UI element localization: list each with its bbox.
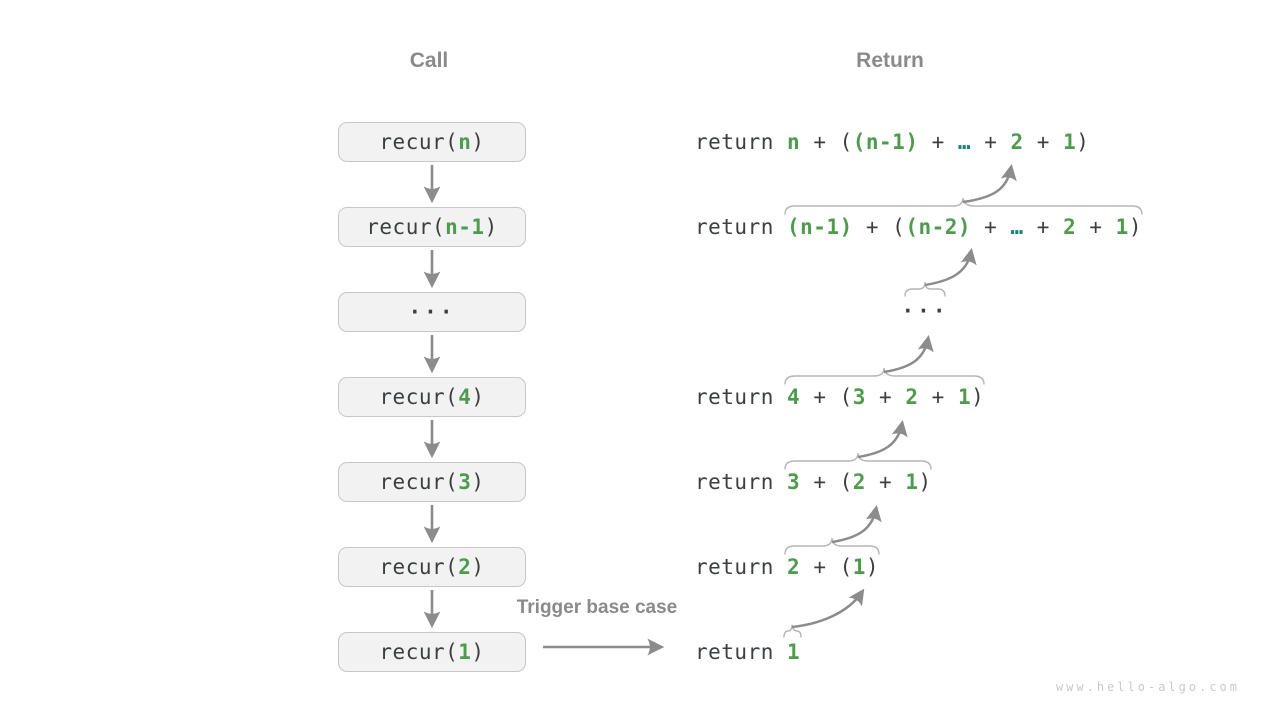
code-segment: recur( — [379, 130, 459, 154]
code-segment: + ( — [800, 130, 853, 154]
code-segment: recur( — [379, 555, 459, 579]
code-segment: 3 — [458, 470, 472, 494]
code-segment: n — [787, 130, 801, 154]
code-segment: ) — [471, 470, 485, 494]
return-arrow-2-to-1 — [962, 164, 1017, 204]
code-segment: 2 — [852, 470, 866, 494]
code-segment: return — [695, 385, 788, 409]
code-segment: 1 — [905, 470, 919, 494]
code-segment: … — [1010, 215, 1024, 239]
watermark: www.hello-algo.com — [1055, 680, 1240, 694]
code-segment: n — [458, 130, 472, 154]
return-column-header: Return — [856, 49, 924, 72]
code-segment: ) — [484, 215, 498, 239]
call-column-header: Call — [409, 49, 449, 72]
brace-row-5 — [784, 452, 932, 470]
code-segment: (n-2) — [905, 215, 972, 239]
trigger-base-case-label: Trigger base case — [516, 597, 678, 618]
call-box-recur-n-1: recur(n-1) — [338, 207, 526, 247]
brace-row-3 — [904, 281, 946, 297]
code-segment: 1 — [458, 640, 472, 664]
code-segment: + — [865, 385, 906, 409]
return-line-n-1: return (n-1) + ((n-2) + … + 2 + 1) — [695, 213, 1142, 241]
code-segment: return — [695, 555, 788, 579]
code-segment: ··· — [408, 300, 456, 324]
brace-row-6 — [784, 537, 880, 555]
return-arrow-4-to-3 — [883, 335, 934, 374]
brace-row-7 — [783, 624, 802, 638]
code-segment: recur( — [379, 470, 459, 494]
code-segment: 3 — [852, 385, 866, 409]
code-segment: ) — [1128, 215, 1142, 239]
code-segment: + ( — [800, 555, 853, 579]
code-segment: ) — [971, 385, 985, 409]
code-segment: ) — [471, 640, 485, 664]
code-segment: + ( — [852, 215, 906, 239]
code-segment: + — [865, 470, 906, 494]
code-segment: ) — [471, 385, 485, 409]
code-segment: recur( — [379, 385, 459, 409]
code-segment: + — [918, 130, 958, 154]
call-box-recur-2: recur(2) — [338, 547, 526, 587]
code-segment: 1 — [957, 385, 972, 409]
code-segment: return — [695, 130, 788, 154]
code-segment: 2 — [1063, 215, 1077, 239]
code-segment: 1 — [1115, 215, 1129, 239]
return-arrow-5-to-4 — [857, 420, 908, 459]
code-segment: (n-1) — [787, 215, 853, 239]
code-segment: 2 — [787, 555, 801, 579]
return-arrow-3-to-2 — [924, 248, 977, 287]
return-arrow-6-to-5 — [831, 505, 882, 544]
code-segment: n-1 — [445, 215, 485, 239]
call-box-recur-n: recur(n) — [338, 122, 526, 162]
code-segment: 2 — [458, 555, 472, 579]
code-segment: 1 — [1063, 130, 1077, 154]
code-segment: 2 — [905, 385, 919, 409]
code-segment: + — [1023, 215, 1064, 239]
code-segment: recur( — [366, 215, 446, 239]
code-segment: ··· — [901, 299, 949, 323]
return-line-3: return 3 + (2 + 1) — [695, 468, 932, 496]
code-segment: return — [695, 640, 788, 664]
code-segment: ) — [918, 470, 932, 494]
brace-row-4 — [784, 367, 985, 385]
code-segment: 4 — [458, 385, 472, 409]
return-line-n: return n + ((n-1) + … + 2 + 1) — [695, 128, 1089, 156]
return-line-ellipsis: ··· — [897, 297, 953, 325]
code-segment: return — [695, 470, 788, 494]
code-segment: recur( — [379, 640, 459, 664]
code-segment: + — [971, 215, 1011, 239]
code-segment: + — [918, 385, 958, 409]
code-segment: … — [957, 130, 972, 154]
code-segment: 4 — [787, 385, 801, 409]
return-line-4: return 4 + (3 + 2 + 1) — [695, 383, 984, 411]
code-segment: + ( — [800, 385, 853, 409]
brace-row-2 — [784, 197, 1143, 215]
code-segment: + — [971, 130, 1011, 154]
call-box-recur-4: recur(4) — [338, 377, 526, 417]
call-box-recur-1: recur(1) — [338, 632, 526, 672]
code-segment: ) — [865, 555, 880, 579]
code-segment: ) — [471, 130, 485, 154]
return-line-1: return 1 — [695, 638, 800, 666]
code-segment: 1 — [852, 555, 866, 579]
code-segment: return — [695, 215, 788, 239]
call-box-recur-3: recur(3) — [338, 462, 526, 502]
code-segment: ) — [1076, 130, 1090, 154]
code-segment: + — [1023, 130, 1064, 154]
code-segment: + ( — [800, 470, 853, 494]
code-segment: + — [1076, 215, 1116, 239]
code-segment: 2 — [1010, 130, 1024, 154]
code-segment: 3 — [787, 470, 801, 494]
return-arrow-7-to-6 — [791, 588, 865, 629]
code-segment: (n-1) — [852, 130, 919, 154]
call-box-ellipsis: ··· — [338, 292, 526, 332]
code-segment: 1 — [787, 640, 801, 664]
code-segment: ) — [471, 555, 485, 579]
return-line-2: return 2 + (1) — [695, 553, 879, 581]
